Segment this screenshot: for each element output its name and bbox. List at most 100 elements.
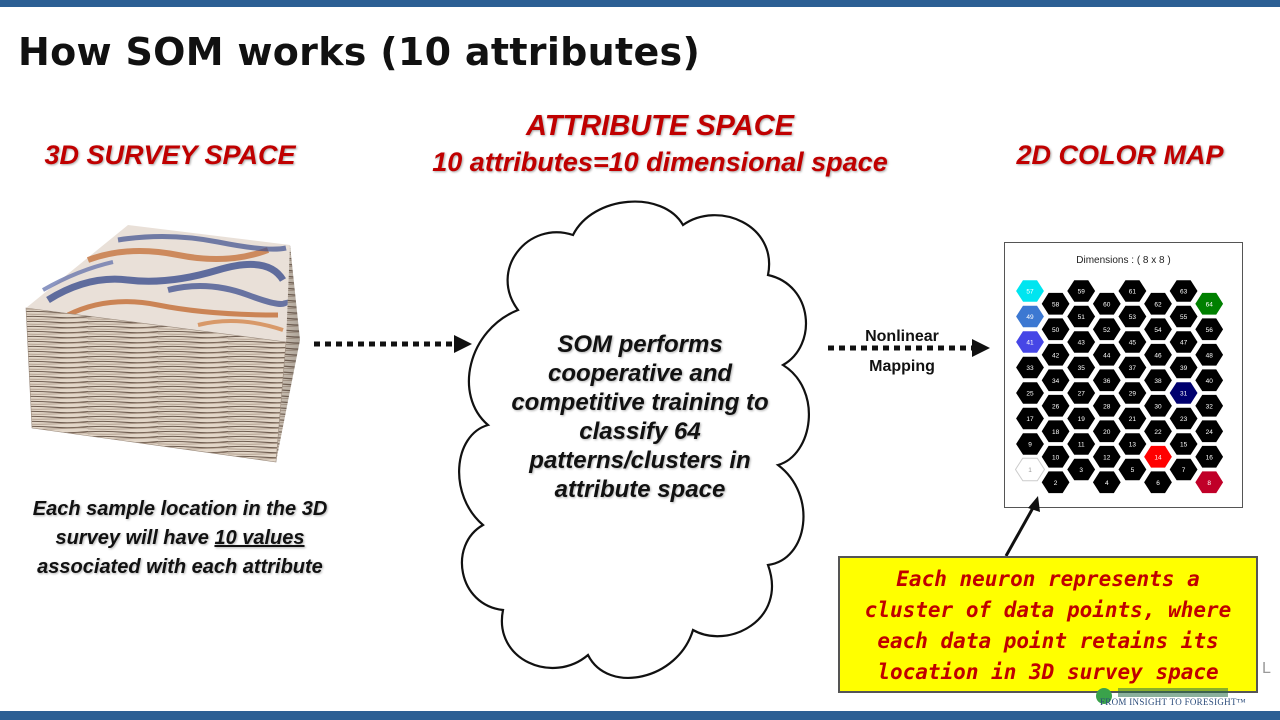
som-neuron-hex <box>1014 304 1046 329</box>
som-neuron-label: 58 <box>1052 301 1060 308</box>
som-neuron-hex <box>1142 419 1174 444</box>
callout-pointer-arrow <box>1004 496 1040 557</box>
som-neuron-label: 32 <box>1206 403 1214 410</box>
som-neuron-label: 22 <box>1154 429 1162 436</box>
som-neuron-label: 31 <box>1180 391 1188 398</box>
som-neuron-hex <box>1194 419 1225 444</box>
som-neuron-hex <box>1040 419 1071 444</box>
som-neuron-hex <box>1091 444 1122 469</box>
ten-values-emphasis: 10 values <box>214 527 305 549</box>
som-neuron-hex <box>1091 368 1122 393</box>
survey-space-heading: 3D SURVEY SPACE <box>44 140 296 170</box>
som-neuron-label: 38 <box>1154 378 1162 385</box>
som-neuron-label: 42 <box>1052 352 1060 359</box>
som-neuron-hex <box>1066 355 1097 380</box>
som-neuron-label: 28 <box>1103 403 1111 410</box>
som-neuron-label: 9 <box>1028 442 1032 449</box>
som-neuron-label: 3 <box>1079 467 1083 474</box>
nonlinear-mapping-label: Nonlinear Mapping <box>852 322 952 382</box>
som-neuron-label: 8 <box>1207 480 1211 487</box>
som-neuron-label: 33 <box>1026 365 1034 372</box>
som-neuron-label: 64 <box>1206 301 1214 308</box>
som-neuron-hex <box>1066 406 1097 431</box>
som-neuron-hex <box>1194 368 1225 393</box>
som-neuron-hex <box>1117 355 1148 380</box>
som-neuron-hex <box>1117 330 1148 354</box>
som-neuron-label: 19 <box>1078 416 1086 423</box>
som-neuron-label: 59 <box>1078 289 1086 296</box>
callout-line4: location in 3D survey space <box>877 660 1219 684</box>
som-neuron-label: 43 <box>1078 340 1086 347</box>
som-neuron-label: 63 <box>1180 289 1188 296</box>
top-accent-bar <box>0 0 1280 7</box>
som-neuron-hex <box>1168 381 1199 405</box>
som-neuron-hex <box>1091 317 1122 342</box>
som-neuron-label: 45 <box>1129 340 1137 347</box>
som-hex-grid: 1917253341495721018263442505831119273543… <box>1014 279 1225 495</box>
som-neuron-hex <box>1014 330 1046 354</box>
som-neuron-label: 40 <box>1206 378 1214 385</box>
som-neuron-hex <box>1091 393 1122 418</box>
som-neuron-hex <box>1091 342 1122 367</box>
logo-tagline: FROM INSIGHT TO FORESIGHT™ <box>1100 697 1246 707</box>
survey-description: Each sample location in the 3D survey wi… <box>10 495 350 582</box>
attribute-space-heading-line1: ATTRIBUTE SPACE <box>526 110 794 142</box>
som-neuron-label: 39 <box>1180 365 1188 372</box>
som-neuron-hex <box>1117 279 1148 303</box>
som-neuron-label: 54 <box>1154 327 1162 334</box>
som-neuron-label: 2 <box>1054 480 1058 487</box>
som-neuron-hex <box>1194 317 1225 342</box>
som-neuron-hex <box>1040 444 1071 469</box>
som-neuron-hex <box>1014 457 1046 482</box>
som-neuron-label: 60 <box>1103 301 1111 308</box>
som-neuron-label: 6 <box>1156 480 1160 487</box>
som-neuron-label: 11 <box>1078 442 1085 449</box>
som-neuron-label: 24 <box>1206 429 1214 436</box>
som-neuron-hex <box>1117 432 1148 456</box>
som-neuron-hex <box>1014 432 1046 456</box>
mapping-label-line2: Mapping <box>869 358 935 375</box>
som-neuron-label: 5 <box>1131 467 1135 474</box>
som-neuron-label: 44 <box>1103 352 1111 359</box>
som-neuron-label: 34 <box>1052 378 1060 385</box>
logo-edge-letter: L <box>1262 660 1271 677</box>
neuron-callout-text: Each neuron represents a cluster of data… <box>840 564 1256 688</box>
som-neuron-hex <box>1117 406 1148 431</box>
som-neuron-label: 25 <box>1026 391 1034 398</box>
som-neuron-label: 30 <box>1154 403 1162 410</box>
survey-description-text: Each sample location in the 3D survey wi… <box>32 498 328 549</box>
som-neuron-label: 7 <box>1182 467 1186 474</box>
som-neuron-label: 53 <box>1129 314 1137 321</box>
som-neuron-label: 52 <box>1103 327 1111 334</box>
som-neuron-label: 15 <box>1180 442 1188 449</box>
som-neuron-label: 23 <box>1180 416 1188 423</box>
som-neuron-hex <box>1117 304 1148 329</box>
som-neuron-hex <box>1091 470 1122 495</box>
som-neuron-hex <box>1014 381 1046 405</box>
callout-line3: each data point retains its <box>877 629 1219 653</box>
som-neuron-hex <box>1066 457 1097 482</box>
dotted-arrow-right <box>314 335 472 353</box>
som-neuron-hex <box>1091 419 1122 444</box>
company-logo <box>1096 688 1228 704</box>
som-neuron-label: 14 <box>1154 454 1162 461</box>
color-map-heading: 2D COLOR MAP <box>1016 140 1224 170</box>
attribute-space-cloud <box>458 200 810 679</box>
som-neuron-hex <box>1194 342 1225 367</box>
som-neuron-label: 13 <box>1129 442 1137 449</box>
som-neuron-hex <box>1194 291 1225 316</box>
som-neuron-label: 49 <box>1026 314 1034 321</box>
som-neuron-hex <box>1040 342 1071 367</box>
callout-line2: cluster of data points, where <box>864 598 1232 622</box>
mapping-label-line1: Nonlinear <box>865 328 939 345</box>
attribute-space-heading-line2: 10 attributes=10 dimensional space <box>432 147 888 177</box>
som-neuron-label: 16 <box>1206 454 1214 461</box>
som-neuron-label: 50 <box>1052 327 1060 334</box>
slide-title: How SOM works (10 attributes) <box>18 30 701 74</box>
som-neuron-label: 47 <box>1180 340 1188 347</box>
som-neuron-hex <box>1091 291 1122 316</box>
som-neuron-hex <box>1040 393 1071 418</box>
som-neuron-hex <box>1040 368 1071 393</box>
som-neuron-hex <box>1066 432 1097 456</box>
